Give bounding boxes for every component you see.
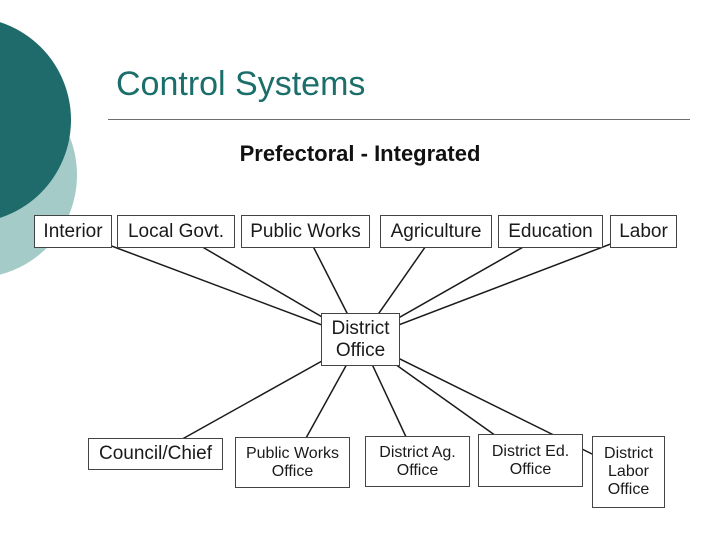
node-council-chief: Council/Chief [88,438,223,470]
node-labor: Labor [610,215,677,248]
node-public-works: Public Works [241,215,370,248]
slide-title: Control Systems [116,65,366,103]
node-district-labor-office: District Labor Office [592,436,665,508]
title-divider [108,119,690,120]
slide-subtitle: Prefectoral - Integrated [239,141,481,166]
node-agriculture: Agriculture [380,215,492,248]
node-local-govt: Local Govt. [117,215,235,248]
node-interior: Interior [34,215,112,248]
node-education: Education [498,215,603,248]
node-district-ed-office: District Ed. Office [478,434,583,487]
node-public-works-office: Public Works Office [235,437,350,488]
node-district-ag-office: District Ag. Office [365,436,470,487]
node-district-office: District Office [321,313,400,366]
